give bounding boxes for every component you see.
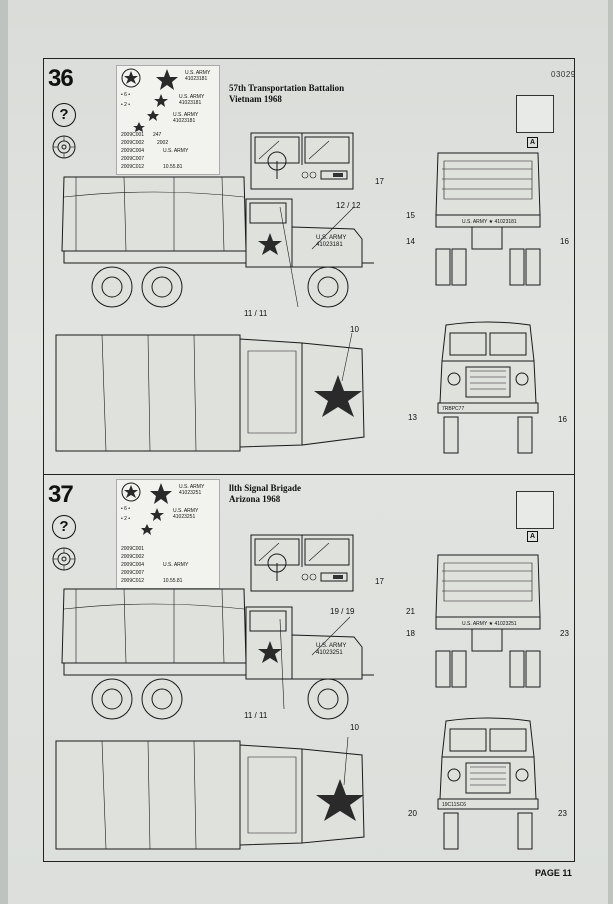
svg-text:41023251: 41023251 — [173, 514, 195, 520]
svg-text:41023251: 41023251 — [179, 490, 201, 496]
callout-rear-left: 21 — [406, 607, 415, 616]
svg-text:2009C007: 2009C007 — [121, 156, 144, 162]
svg-text:41023181: 41023181 — [173, 118, 195, 124]
rear-bumper-text: U.S. ARMY ★ 41023181 — [462, 219, 517, 225]
svg-text:2009C004: 2009C004 — [121, 148, 144, 154]
svg-text:41023181: 41023181 — [179, 100, 201, 106]
scheme-caption: llth Signal Brigade Arizona 1968 — [229, 483, 301, 505]
marking-box — [516, 95, 554, 133]
caption-unit: llth Signal Brigade — [229, 483, 302, 493]
page-number: PAGE 11 — [535, 868, 572, 878]
svg-text:• 6 •: • 6 • — [121, 92, 130, 98]
svg-text:• 2 •: • 2 • — [121, 516, 130, 522]
side-bumper-text: U.S. ARMY — [316, 235, 346, 241]
svg-text:10.55.81: 10.55.81 — [163, 578, 183, 584]
step-number: 37 — [48, 481, 74, 508]
callout-rear-left-low: 14 — [406, 237, 415, 246]
truck-rear-view: U.S. ARMY ★ 41023251 — [435, 554, 541, 688]
caption-place-year: Arizona 1968 — [229, 494, 281, 504]
svg-text:2009C002: 2009C002 — [121, 140, 144, 146]
svg-text:10.55.81: 10.55.81 — [163, 164, 183, 170]
truck-rear-view: U.S. ARMY ★ 41023181 — [435, 152, 541, 286]
svg-text:U.S. ARMY: U.S. ARMY — [163, 562, 189, 568]
truck-front-view: 7RBPC77 — [437, 321, 539, 454]
callout-rear-right: 23 — [560, 629, 569, 638]
svg-text:41023251: 41023251 — [316, 650, 343, 656]
svg-text:41023181: 41023181 — [316, 242, 343, 248]
marking-box — [516, 491, 554, 529]
svg-text:41023181: 41023181 — [185, 76, 207, 82]
front-plate-text: 7RBPC77 — [442, 406, 464, 412]
windshield-dash-detail — [250, 534, 354, 592]
truck-top-view — [55, 332, 365, 452]
svg-text:2009C007: 2009C007 — [121, 570, 144, 576]
svg-text:• 6 •: • 6 • — [121, 506, 130, 512]
truck-front-view: 19C11SC6 — [437, 717, 539, 850]
truck-side-view: U.S. ARMY 41023251 — [61, 588, 374, 720]
callout-rear-right: 16 — [560, 237, 569, 246]
callout-front-left: 13 — [408, 413, 417, 422]
svg-text:2009C001: 2009C001 — [121, 132, 144, 138]
caption-unit: 57th Transportation Battalion — [229, 83, 345, 93]
svg-text:2009C001: 2009C001 — [121, 546, 144, 552]
document-code: 03029 — [551, 70, 576, 79]
callout-door: 19 / 19 — [330, 607, 355, 616]
svg-text:U.S. ARMY: U.S. ARMY — [173, 112, 199, 118]
svg-text:U.S. ARMY: U.S. ARMY — [163, 148, 189, 154]
svg-text:U.S. ARMY: U.S. ARMY — [179, 484, 205, 490]
truck-top-view — [55, 736, 365, 850]
question-circle-icon: ? — [52, 515, 76, 539]
callout-rear-left-low: 18 — [406, 629, 415, 638]
marking-tag: A — [527, 137, 539, 148]
callout-front-left: 20 — [408, 809, 417, 818]
callout-door: 12 / 12 — [336, 201, 361, 210]
callout-hood-top: 10 — [350, 723, 359, 732]
front-plate-text: 19C11SC6 — [442, 802, 466, 808]
svg-text:247: 247 — [153, 132, 162, 138]
svg-text:U.S. ARMY: U.S. ARMY — [179, 94, 205, 100]
svg-text:2009C004: 2009C004 — [121, 562, 144, 568]
callout-dash: 17 — [375, 177, 384, 186]
rear-bumper-text: U.S. ARMY ★ 41023251 — [462, 621, 517, 627]
svg-text:U.S. ARMY: U.S. ARMY — [173, 508, 199, 514]
callout-hood-top: 10 — [350, 325, 359, 334]
wheel-icon — [52, 547, 76, 571]
callout-hood-side: 11 / 11 — [244, 309, 268, 318]
callout-front-right: 16 — [558, 415, 567, 424]
side-bumper-text: U.S. ARMY — [316, 643, 346, 649]
callout-rear-left: 15 — [406, 211, 415, 220]
windshield-dash-detail — [250, 132, 354, 190]
callout-front-right: 23 — [558, 809, 567, 818]
truck-side-view: U.S. ARMY 41023181 — [61, 176, 374, 308]
svg-text:2009C012: 2009C012 — [121, 164, 144, 170]
wheel-icon — [52, 135, 76, 159]
step-number: 36 — [48, 65, 74, 92]
question-circle-icon: ? — [52, 103, 76, 127]
scheme-caption: 57th Transportation Battalion Vietnam 19… — [229, 83, 344, 105]
svg-text:U.S. ARMY: U.S. ARMY — [185, 70, 211, 76]
marking-tag: A — [527, 531, 539, 542]
callout-dash: 17 — [375, 577, 384, 586]
svg-text:2009C002: 2009C002 — [121, 554, 144, 560]
svg-text:2009C012: 2009C012 — [121, 578, 144, 584]
svg-text:2002: 2002 — [157, 140, 168, 146]
svg-text:• 2 •: • 2 • — [121, 102, 130, 108]
callout-hood-side: 11 / 11 — [244, 711, 268, 720]
caption-place-year: Vietnam 1968 — [229, 94, 282, 104]
